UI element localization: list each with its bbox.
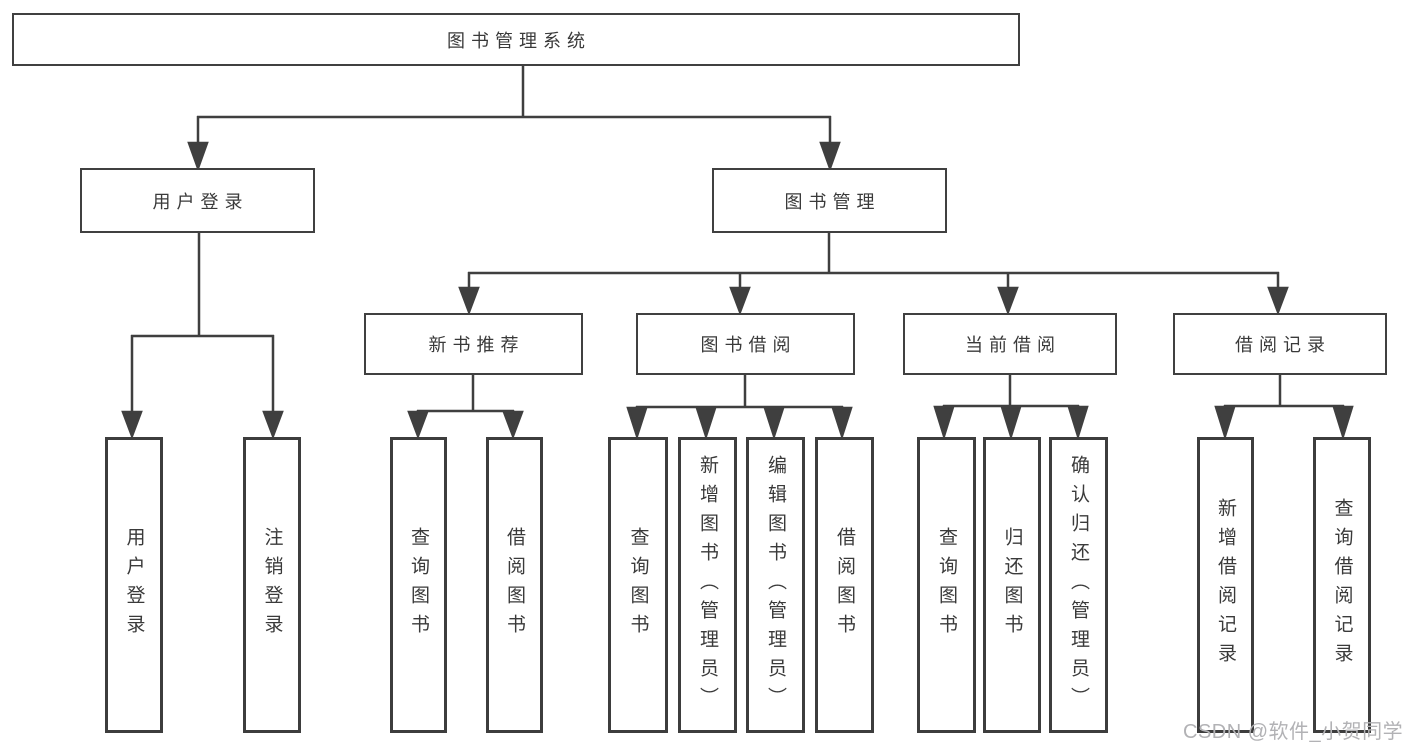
node-user-login: 用户登录 <box>80 168 315 233</box>
node-leaf-add-borrow-record: 新增借阅记录 <box>1197 437 1254 733</box>
node-leaf-query-books-2: 查询图书 <box>608 437 668 733</box>
node-library-management-system: 图书管理系统 <box>12 13 1020 66</box>
csdn-watermark: CSDN @软件_小贺同学 <box>1183 721 1404 743</box>
node-leaf-logout: 注销登录 <box>243 437 301 733</box>
node-book-borrowing: 图书借阅 <box>636 313 855 375</box>
node-leaf-query-borrow-record: 查询借阅记录 <box>1313 437 1371 733</box>
node-leaf-borrow-books-1: 借阅图书 <box>486 437 543 733</box>
node-leaf-return-books: 归还图书 <box>983 437 1041 733</box>
node-leaf-add-books-admin: 新增图书（管理员） <box>678 437 737 733</box>
node-borrowing-records: 借阅记录 <box>1173 313 1387 375</box>
node-leaf-edit-books-admin: 编辑图书（管理员） <box>746 437 805 733</box>
node-leaf-user-login: 用户登录 <box>105 437 163 733</box>
node-leaf-borrow-books-2: 借阅图书 <box>815 437 874 733</box>
node-leaf-query-books-1: 查询图书 <box>390 437 447 733</box>
node-book-management: 图书管理 <box>712 168 947 233</box>
node-new-book-recommendation: 新书推荐 <box>364 313 583 375</box>
node-leaf-confirm-return-admin: 确认归还（管理员） <box>1049 437 1108 733</box>
node-current-borrowing: 当前借阅 <box>903 313 1117 375</box>
node-leaf-query-books-3: 查询图书 <box>917 437 976 733</box>
